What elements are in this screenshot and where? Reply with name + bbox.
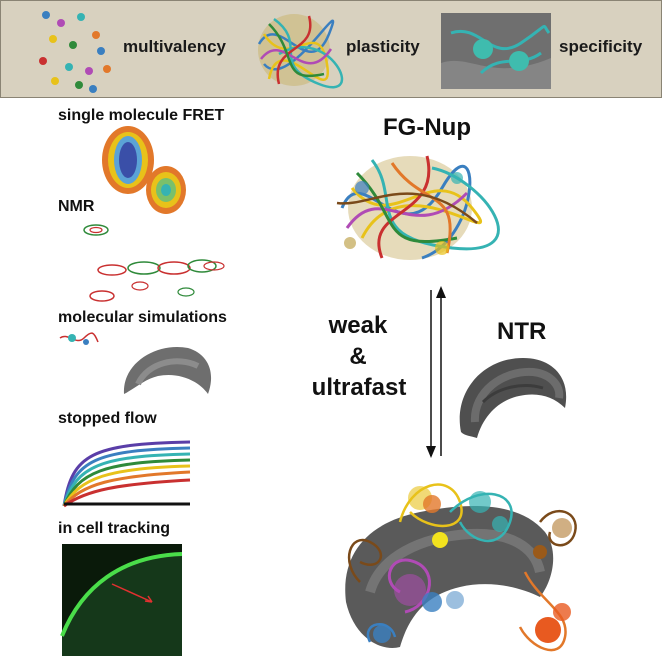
interaction-label-and: &: [349, 343, 367, 370]
method-label-cell-tracking: in cell tracking: [58, 520, 171, 537]
fret-histogram-illustration: [102, 126, 186, 214]
interaction-label-weak: weak: [328, 312, 388, 339]
specificity-binding-illustration: [441, 13, 551, 89]
stopped-flow-traces-illustration: [62, 440, 191, 508]
complex-structure-illustration: [345, 483, 577, 652]
multivalency-scatter-illustration: [39, 11, 111, 93]
method-label-stopped-flow: stopped flow: [58, 410, 157, 427]
method-label-smfret: single molecule FRET: [58, 107, 225, 124]
fg-nup-label: FG-Nup: [383, 114, 471, 141]
simulation-snapshot-illustration: [59, 332, 212, 394]
ntr-structure-illustration: [459, 358, 567, 438]
multivalency-label: multivalency: [123, 37, 226, 56]
specificity-label: specificity: [559, 37, 643, 56]
top-banner: multivalency plasticity specificity: [0, 0, 662, 98]
ntr-label: NTR: [497, 318, 547, 345]
equilibrium-arrows: [426, 286, 446, 458]
plasticity-label: plasticity: [346, 37, 420, 56]
cell-tracking-micrograph: [60, 544, 183, 656]
method-label-simulations: molecular simulations: [58, 309, 227, 326]
interaction-label-ultrafast: ultrafast: [311, 374, 407, 401]
method-label-nmr: NMR: [58, 198, 95, 215]
plasticity-tangle-illustration: [257, 14, 344, 89]
nmr-spectrum-illustration: [83, 224, 225, 302]
fg-nup-ensemble-illustration: [336, 155, 500, 260]
